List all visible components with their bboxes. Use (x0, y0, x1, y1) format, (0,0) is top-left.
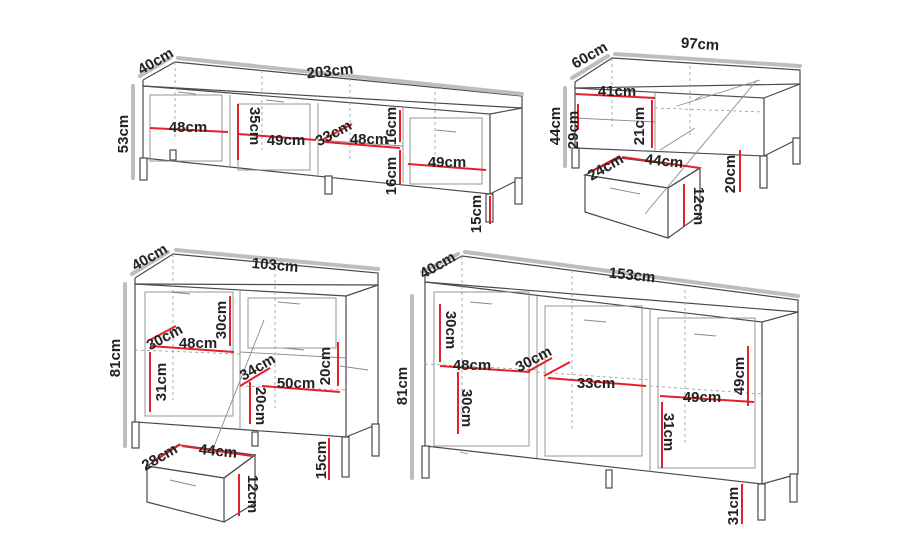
cabinet-103-dimension-label: 20cm (252, 387, 269, 425)
tv-stand-203-dimension-label: 203cm (306, 61, 354, 83)
cabinet-103-dimension-label: 44cm (198, 441, 238, 462)
tv-stand-203-dimension-label: 48cm (169, 119, 207, 136)
sideboard-153-dimension-label: 33cm (577, 375, 615, 392)
sideboard-153-dimension-label: 31cm (660, 413, 677, 451)
nightstand-97-dimension-label: 20cm (722, 155, 739, 193)
nightstand-97-dimension-label: 41cm (598, 83, 636, 100)
tv-stand-203-dimension-label: 49cm (428, 154, 466, 171)
cabinet-103-dimension-label: 40cm (129, 241, 171, 275)
sideboard-153-dimension-label: 30cm (442, 311, 459, 349)
cabinet-103-dimension-label: 48cm (179, 335, 217, 352)
nightstand-97-dimension-label: 97cm (680, 35, 719, 55)
cabinet-103-dimension-label: 20cm (317, 347, 334, 385)
tv-stand-203-dimension-label: 53cm (115, 115, 132, 153)
tv-stand-203-dimension-label: 16cm (383, 157, 400, 195)
nightstand-97-dimension-label: 44cm (547, 107, 564, 145)
sideboard-153-dimension-label: 153cm (608, 265, 656, 287)
nightstand-97-dimension-label: 29cm (565, 111, 582, 149)
nightstand-drawing (571, 57, 801, 239)
tv-stand-203-dimension-label: 15cm (468, 195, 485, 233)
sideboard-dimension-lines (410, 250, 800, 524)
sideboard-153-dimension-label: 30cm (458, 389, 475, 427)
tv-stand-203-dimension-label: 35cm (246, 107, 263, 145)
tv-stand-drawing (139, 61, 523, 223)
sideboard-153-dimension-label: 49cm (683, 389, 721, 406)
nightstand-dimension-lines (563, 52, 802, 226)
sideboard-153-dimension-label: 31cm (725, 487, 742, 525)
sideboard-153-dimension-label: 49cm (731, 357, 748, 395)
cabinet-dimension-lines (123, 248, 380, 516)
tv-stand-dimension-lines (131, 56, 524, 224)
cabinet-103-dimension-label: 31cm (153, 363, 170, 401)
cabinet-103-dimension-label: 81cm (107, 339, 124, 377)
sideboard-153-dimension-label: 48cm (453, 357, 491, 374)
nightstand-97-dimension-label: 12cm (690, 187, 707, 225)
cabinet-103-dimension-label: 103cm (251, 255, 299, 276)
sideboard-153-dimension-label: 40cm (417, 249, 459, 283)
tv-stand-203-dimension-label: 16cm (383, 107, 400, 145)
cabinet-103-dimension-label: 30cm (213, 301, 230, 339)
sideboard-drawing (421, 255, 799, 521)
cabinet-103-dimension-label: 15cm (313, 441, 330, 479)
nightstand-97-dimension-label: 21cm (631, 107, 648, 145)
cabinet-103-dimension-label: 12cm (244, 475, 261, 513)
sideboard-153-dimension-label: 81cm (394, 367, 411, 405)
tv-stand-203-dimension-label: 49cm (267, 132, 305, 149)
tv-stand-203-dimension-label: 48cm (350, 131, 388, 148)
cabinet-103-dimension-label: 50cm (277, 375, 315, 392)
nightstand-97-dimension-label: 44cm (644, 151, 684, 172)
